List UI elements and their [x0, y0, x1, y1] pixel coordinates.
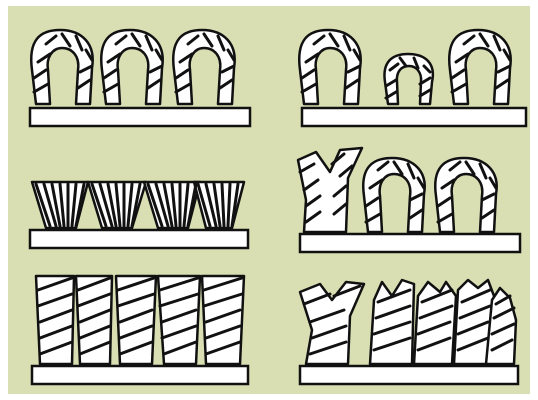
- twist-cut-pile-icon: [32, 276, 248, 384]
- twist-cut-backing: [32, 366, 248, 384]
- frieze-cut-backing: [300, 366, 518, 384]
- cut-and-loop-pile-icon: [298, 148, 520, 252]
- level-loop-backing: [30, 108, 250, 126]
- frieze-cut-pile-icon: [300, 280, 518, 384]
- multi-level-loop-backing: [302, 108, 526, 126]
- velvet-cut-backing: [30, 230, 248, 248]
- cut-and-loop-backing: [300, 234, 520, 252]
